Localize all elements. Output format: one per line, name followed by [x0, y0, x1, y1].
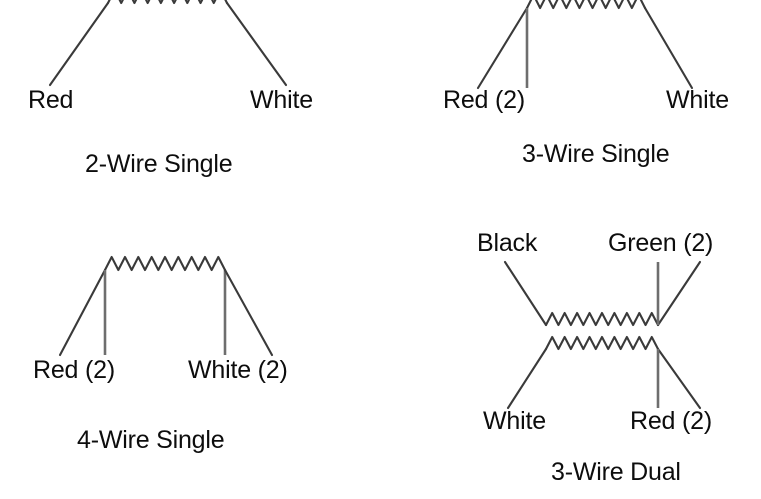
- two-wire-single-label-white: White: [250, 86, 313, 114]
- three-wire-dual-label-green-2: Green (2): [608, 229, 714, 257]
- two-wire-single-red-lead: [48, 1, 110, 87]
- three-wire-dual-green-lead-diagonal: [656, 260, 702, 327]
- three-wire-dual-red-lead-diagonal: [656, 347, 702, 410]
- four-wire-single-resistor: [103, 255, 227, 272]
- three-wire-dual-label-black: Black: [477, 229, 538, 257]
- two-wire-single-resistor: [106, 0, 229, 5]
- two-wire-single-label-red: Red: [28, 86, 74, 114]
- three-wire-dual-black-lead: [503, 260, 548, 327]
- three-wire-dual-lower-resistor: [544, 335, 660, 351]
- three-wire-single-red-lead-diagonal: [476, 6, 529, 90]
- four-wire-single-white-lead-diagonal: [223, 268, 274, 357]
- three-wire-dual-upper-resistor: [544, 311, 660, 327]
- three-wire-single-resistor: [525, 0, 647, 10]
- four-wire-single-label-red-2: Red (2): [33, 356, 115, 384]
- three-wire-dual-white-lead: [506, 347, 548, 410]
- three-wire-dual-label-white: White: [483, 407, 546, 435]
- two-wire-single-white-lead: [225, 1, 288, 87]
- two-wire-single-caption: 2-Wire Single: [85, 150, 233, 178]
- three-wire-single-white-lead: [643, 6, 694, 90]
- three-wire-dual-caption: 3-Wire Dual: [551, 458, 681, 486]
- four-wire-single-label-white-2: White (2): [188, 356, 288, 384]
- three-wire-single-caption: 3-Wire Single: [522, 140, 670, 168]
- four-wire-single-red-lead-diagonal: [58, 268, 107, 357]
- three-wire-dual-label-red-2: Red (2): [630, 407, 712, 435]
- four-wire-single-caption: 4-Wire Single: [77, 426, 225, 454]
- three-wire-single-label-white: White: [666, 86, 729, 114]
- three-wire-single-label-red-2: Red (2): [443, 86, 525, 114]
